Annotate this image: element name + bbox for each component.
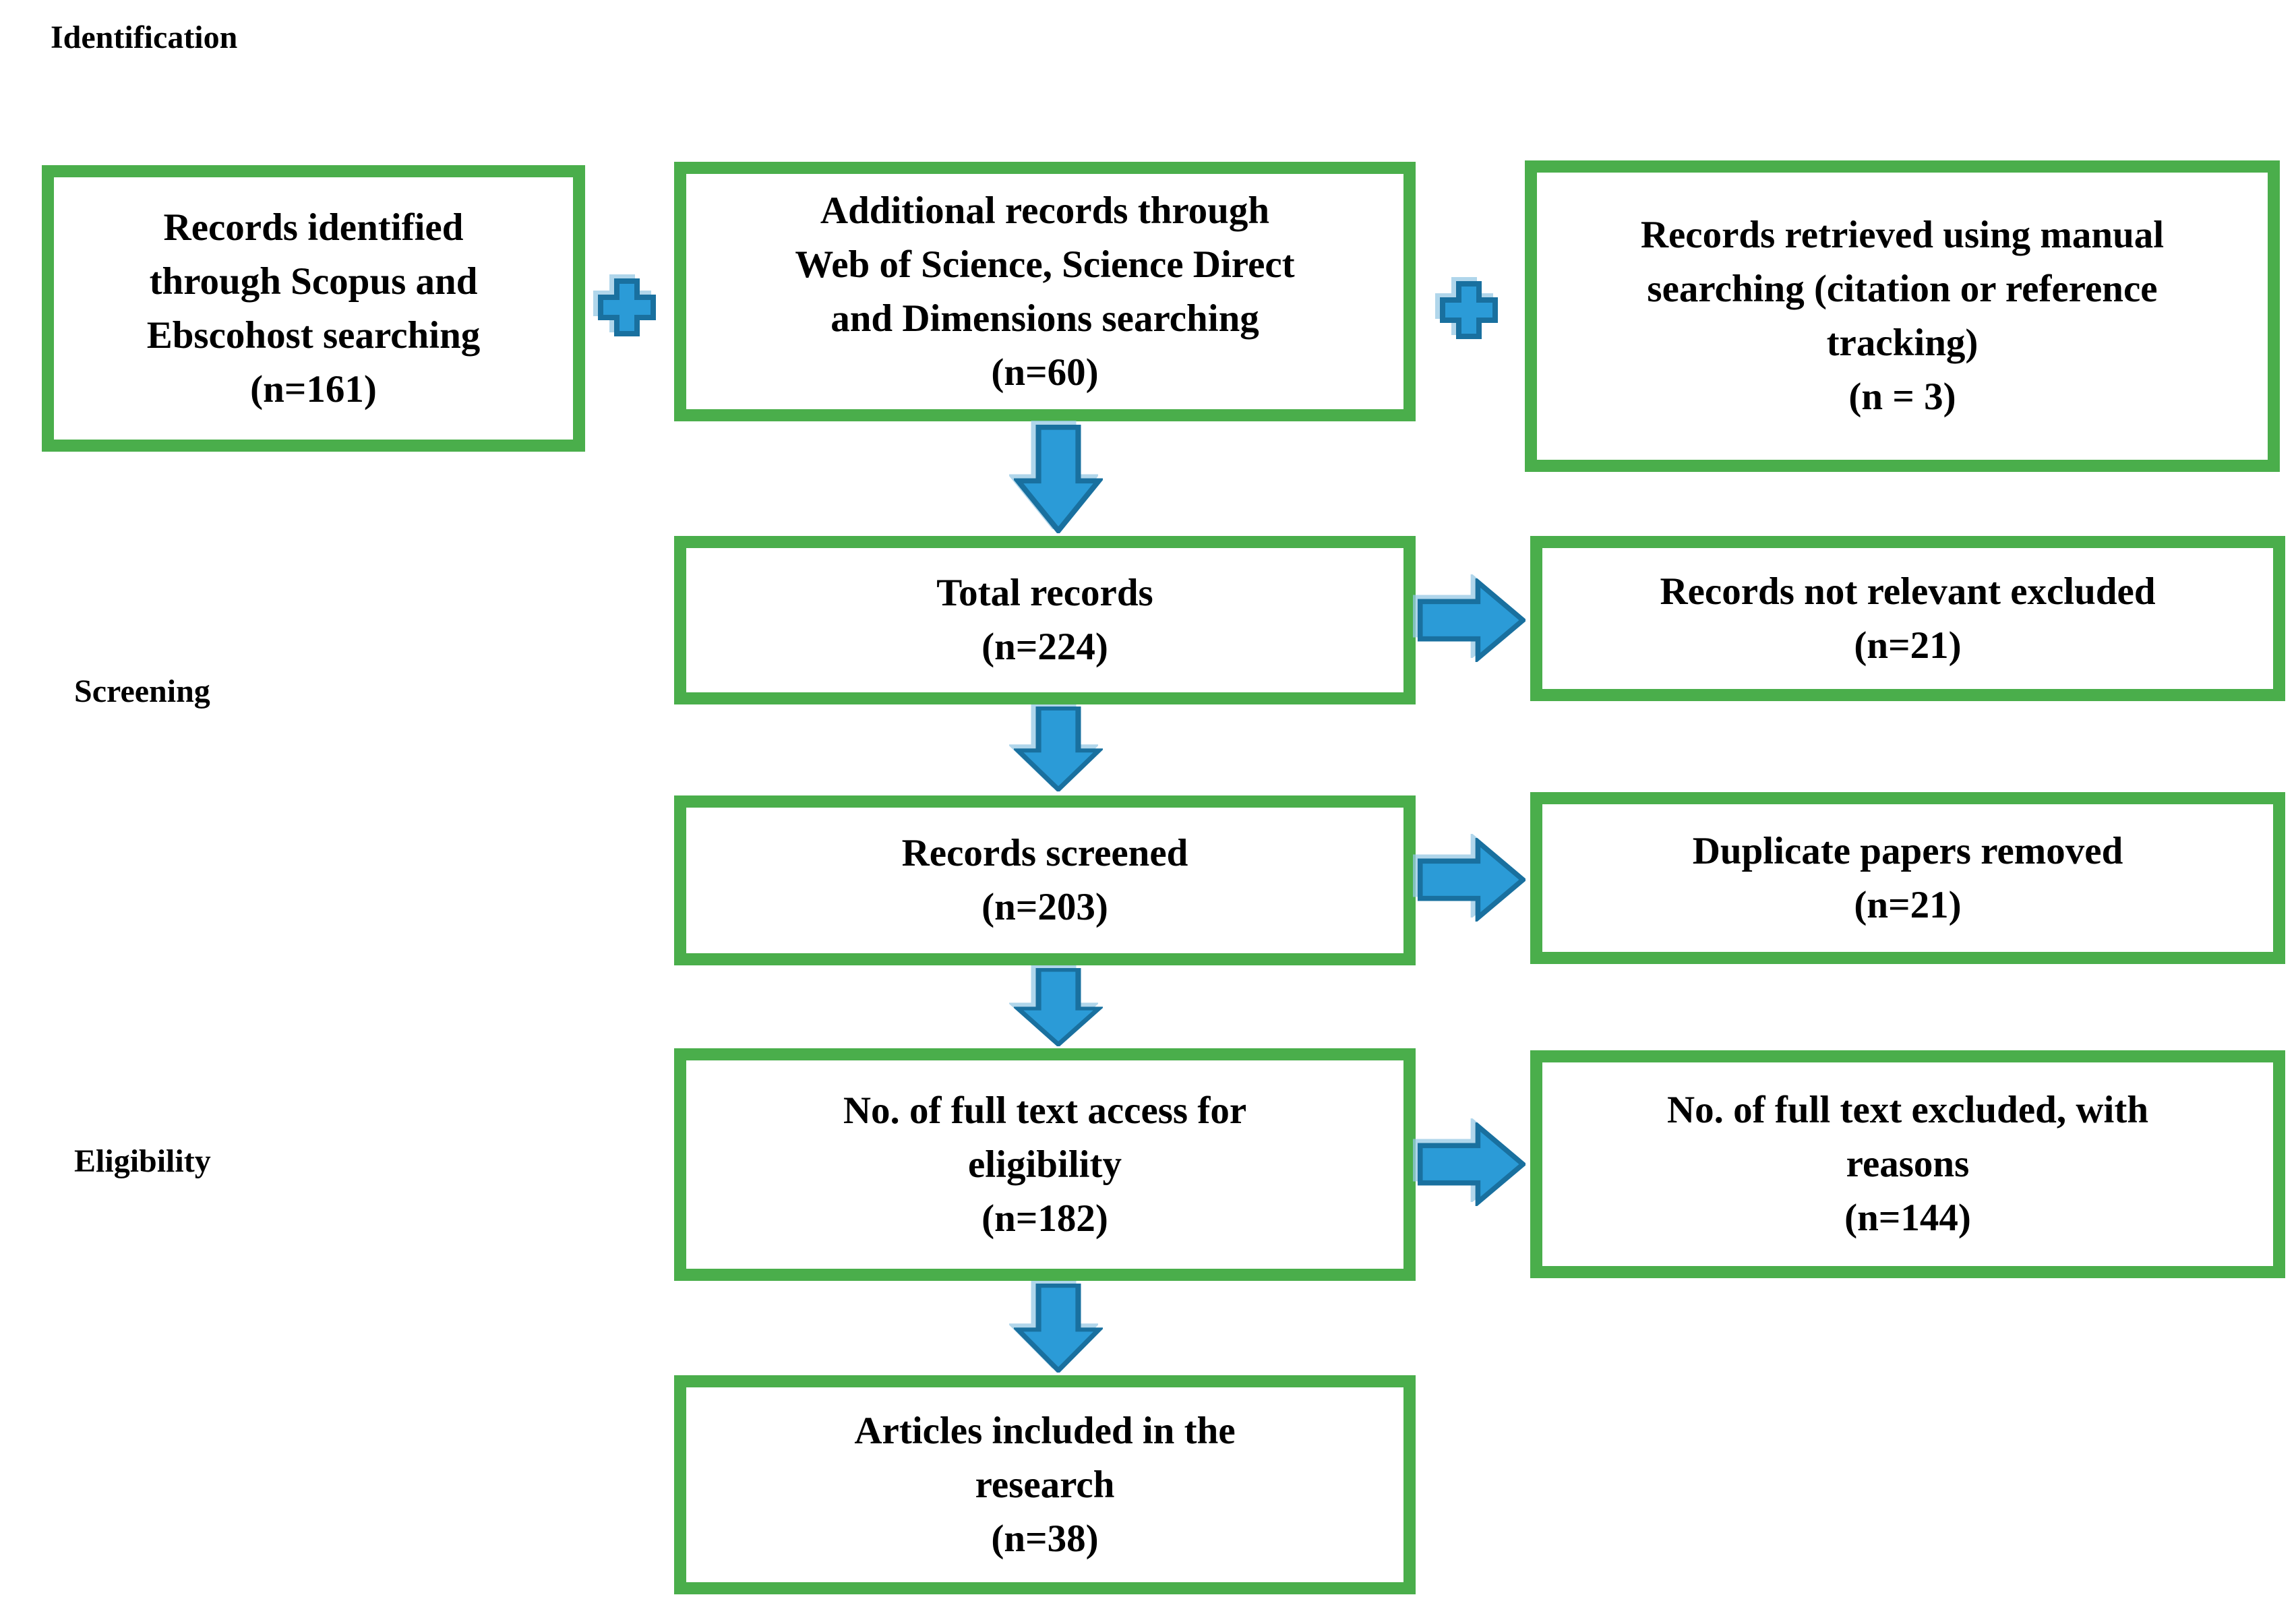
box-records-screened: Records screened (n=203): [674, 795, 1416, 965]
down-arrow-icon: [1014, 968, 1103, 1046]
down-arrow-icon: [1014, 425, 1103, 533]
box-articles-included: Articles included in the research (n=38): [674, 1375, 1416, 1594]
plus-icon: [598, 278, 656, 336]
stage-label-identification: Identification: [51, 20, 238, 55]
stage-label-screening: Screening: [74, 673, 210, 709]
box-additional-records-text: Additional records through Web of Scienc…: [795, 189, 1295, 394]
right-arrow-icon: [1418, 1122, 1525, 1206]
box-total-records: Total records (n=224): [674, 536, 1416, 704]
box-full-text-excluded: No. of full text excluded, with reasons …: [1530, 1050, 2285, 1278]
right-arrow-icon: [1418, 578, 1525, 662]
box-additional-records: Additional records through Web of Scienc…: [674, 162, 1416, 421]
down-arrow-icon: [1014, 1284, 1103, 1373]
box-not-relevant-excluded-text: Records not relevant excluded (n=21): [1660, 570, 2156, 667]
box-records-identified-text: Records identified through Scopus and Eb…: [146, 206, 481, 411]
right-arrow-icon: [1418, 838, 1525, 922]
box-manual-searching-text: Records retrieved using manual searching…: [1640, 214, 2165, 418]
box-full-text-access-text: No. of full text access for eligibility …: [843, 1089, 1247, 1240]
box-manual-searching: Records retrieved using manual searching…: [1525, 160, 2280, 472]
stage-label-eligibility: Eligibility: [74, 1143, 211, 1179]
box-records-identified: Records identified through Scopus and Eb…: [42, 165, 585, 452]
plus-icon: [1440, 281, 1498, 339]
box-not-relevant-excluded: Records not relevant excluded (n=21): [1530, 536, 2285, 701]
box-total-records-text: Total records (n=224): [936, 572, 1153, 668]
down-arrow-icon: [1014, 706, 1103, 791]
box-duplicates-removed-text: Duplicate papers removed (n=21): [1692, 829, 2123, 926]
box-full-text-access: No. of full text access for eligibility …: [674, 1048, 1416, 1281]
box-duplicates-removed: Duplicate papers removed (n=21): [1530, 792, 2285, 964]
box-full-text-excluded-text: No. of full text excluded, with reasons …: [1666, 1089, 2149, 1239]
box-articles-included-text: Articles included in the research (n=38): [854, 1409, 1236, 1560]
box-records-screened-text: Records screened (n=203): [901, 832, 1188, 928]
